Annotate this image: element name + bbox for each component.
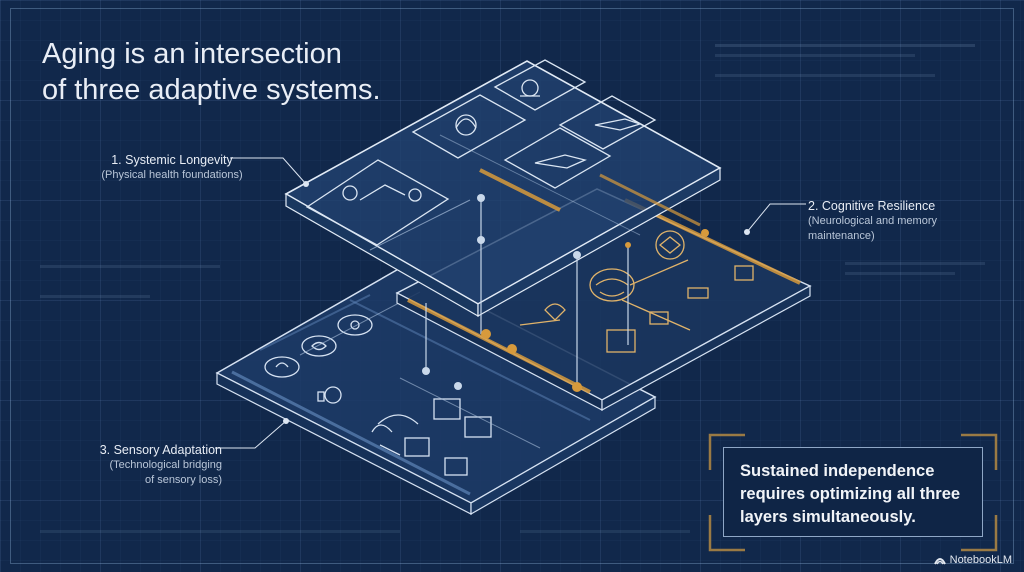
label-subtitle: (Technological bridging of sensory loss): [109, 459, 222, 486]
label-heading: 2. Cognitive Resilience: [808, 199, 936, 213]
decorative-dots: [40, 44, 985, 533]
connector-nodes: [422, 194, 709, 392]
callout-frame-ornament: [708, 433, 998, 552]
summary-callout: Sustained independence requires optimizi…: [723, 447, 983, 537]
notebooklm-logo-icon: [933, 558, 946, 565]
label-systemic-longevity: 1. Systemic Longevity (Physical health f…: [72, 152, 272, 183]
brand-name: NotebookLM: [949, 554, 1012, 566]
label-heading: 1. Systemic Longevity: [111, 153, 233, 167]
brand-watermark: NotebookLM: [933, 554, 1012, 566]
cognitive-icons: [519, 230, 754, 353]
sensory-icons: [264, 314, 492, 476]
border-frame: [10, 8, 1014, 564]
layer-systemic-longevity: [284, 59, 722, 318]
label-heading: 3. Sensory Adaptation: [99, 443, 222, 457]
label-subtitle: (Physical health foundations): [101, 169, 243, 181]
layer-sensory-adaptation: [215, 266, 657, 516]
systemic-icons: [305, 59, 657, 246]
label-subtitle: (Neurological and memory maintenance): [808, 215, 937, 242]
label-sensory-adaptation: 3. Sensory Adaptation (Technological bri…: [62, 442, 222, 488]
leader-nodes: [283, 181, 750, 424]
label-cognitive-resilience: 2. Cognitive Resilience (Neurological an…: [808, 198, 968, 244]
leader-lines: [215, 157, 806, 449]
page-title: Aging is an intersection of three adapti…: [42, 38, 381, 106]
layer-connectors: [425, 198, 629, 387]
callout-text: Sustained independence requires optimizi…: [740, 462, 961, 526]
